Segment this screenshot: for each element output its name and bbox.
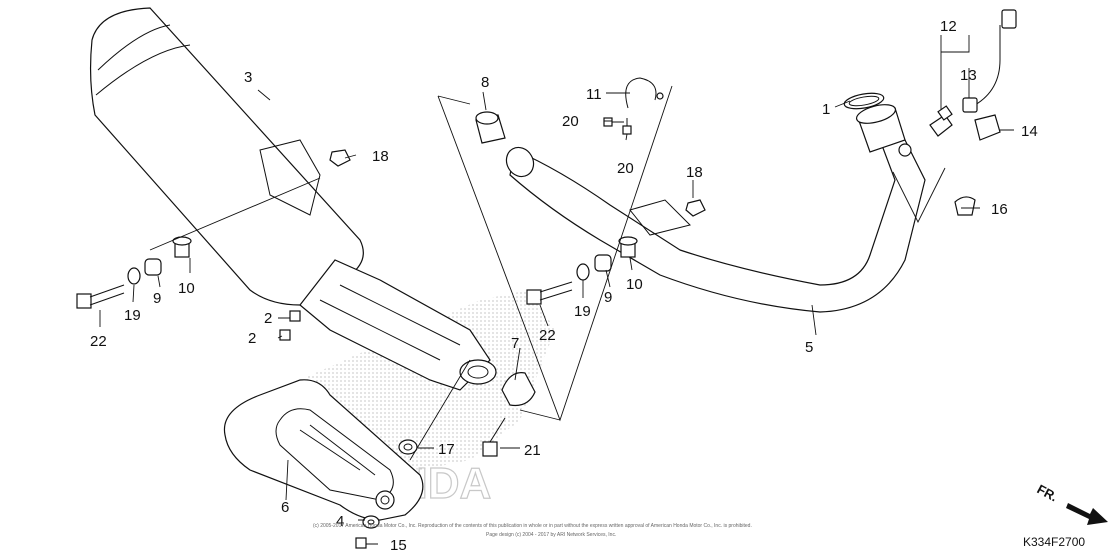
callout-20-b: 20 (617, 160, 634, 177)
muffler-part-3[interactable] (89, 7, 497, 391)
o2-sensor-part-12[interactable] (929, 105, 953, 137)
callout-21: 21 (524, 442, 541, 459)
bolt-part-21[interactable] (482, 417, 506, 457)
exhaust-pipe-part-5[interactable] (501, 101, 926, 313)
muffler-protector-part-6[interactable] (223, 379, 424, 521)
callout-4: 4 (336, 513, 344, 530)
callout-10-a: 10 (178, 280, 195, 297)
callout-22-a: 22 (90, 333, 107, 350)
leader-lines (99, 35, 1014, 545)
callout-6: 6 (281, 499, 289, 516)
clip-part-14[interactable] (974, 114, 1001, 141)
rubber-part-9-a[interactable] (144, 258, 162, 276)
band-part-7[interactable] (501, 372, 536, 407)
cap-part-16[interactable] (954, 196, 976, 216)
callout-12: 12 (940, 18, 957, 35)
callout-8: 8 (481, 74, 489, 91)
diagram-code: K334F2700 (1023, 535, 1085, 549)
bolt-part-20-b[interactable] (622, 118, 632, 135)
nut-part-2-a[interactable] (289, 310, 301, 322)
collar-part-10-a[interactable] (172, 236, 192, 258)
callout-19-b: 19 (574, 303, 591, 320)
callout-10-b: 10 (626, 276, 643, 293)
callout-16: 16 (991, 201, 1008, 218)
muffler-group-outline (149, 177, 471, 461)
callout-9-b: 9 (604, 289, 612, 306)
rubber-part-9-b[interactable] (594, 254, 612, 272)
collar-part-10-b[interactable] (618, 236, 638, 258)
callout-5: 5 (805, 339, 813, 356)
callout-3: 3 (244, 69, 252, 86)
callout-7: 7 (511, 335, 519, 352)
callout-18-b: 18 (686, 164, 703, 181)
fr-arrow-icon (1066, 503, 1108, 525)
callout-14: 14 (1021, 123, 1038, 140)
bolt-part-22-b[interactable] (526, 281, 573, 305)
callout-2-a: 2 (264, 310, 272, 327)
callout-20-a: 20 (562, 113, 579, 130)
nut-part-18-b[interactable] (685, 199, 706, 217)
bolt-part-22-a[interactable] (76, 284, 125, 309)
collar-part-8[interactable] (475, 111, 506, 144)
gasket-part-1[interactable] (843, 91, 885, 112)
bolt-part-20-a[interactable] (603, 117, 624, 127)
nut-part-18-a[interactable] (329, 149, 351, 167)
callout-1: 1 (822, 101, 830, 118)
washer-part-19-b[interactable] (576, 263, 590, 281)
callout-2-b: 2 (248, 330, 256, 347)
washer-part-19-a[interactable] (127, 267, 141, 285)
callout-9-a: 9 (153, 290, 161, 307)
nut-part-2-b[interactable] (279, 329, 291, 341)
copyright-line-2: Page design (c) 2004 - 2017 by ARI Netwo… (486, 532, 616, 538)
copyright-line-1: (c) 2005-2017 American Honda Motor Co., … (313, 523, 752, 529)
sensor-group-outline (892, 167, 946, 224)
washer-part-4[interactable] (362, 515, 380, 529)
sensor-connector-part-13[interactable] (962, 9, 1017, 113)
callout-17: 17 (438, 441, 455, 458)
washer-part-17[interactable] (398, 439, 418, 455)
callout-19-a: 19 (124, 307, 141, 324)
callout-22-b: 22 (539, 327, 556, 344)
band-part-11[interactable] (625, 77, 664, 109)
exhaust-pipe-group-outline (437, 85, 673, 422)
callout-13: 13 (960, 67, 977, 84)
callout-15: 15 (390, 537, 407, 554)
front-direction-indicator: FR. (1035, 481, 1108, 525)
callout-11: 11 (586, 86, 602, 103)
callout-18-a: 18 (372, 148, 389, 165)
bolt-part-15[interactable] (355, 537, 367, 549)
fr-label: FR. (1035, 481, 1061, 504)
